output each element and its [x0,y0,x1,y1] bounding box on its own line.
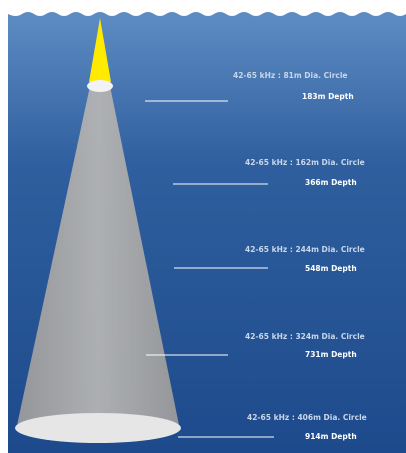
level-1-frequency-label: 42-65 kHz : 81m Dia. Circle [233,71,348,80]
transducer-tip [89,18,111,82]
beam-top-footprint [87,80,113,92]
level-4-frequency-label: 42-65 kHz : 324m Dia. Circle [245,332,365,341]
level-4-depth-label: 731m Depth [305,350,357,359]
level-2-depth-label: 366m Depth [305,178,357,187]
level-5-frequency-label: 42-65 kHz : 406m Dia. Circle [247,413,367,422]
level-3-depth-label: 548m Depth [305,264,357,273]
sonar-beam-cone [16,86,180,430]
beam-bottom-footprint [15,413,181,443]
level-3-frequency-label: 42-65 kHz : 244m Dia. Circle [245,245,365,254]
water-surface-wave [8,8,406,16]
level-5-depth-label: 914m Depth [305,432,357,441]
level-2-frequency-label: 42-65 kHz : 162m Dia. Circle [245,158,365,167]
level-1-depth-label: 183m Depth [302,92,354,101]
